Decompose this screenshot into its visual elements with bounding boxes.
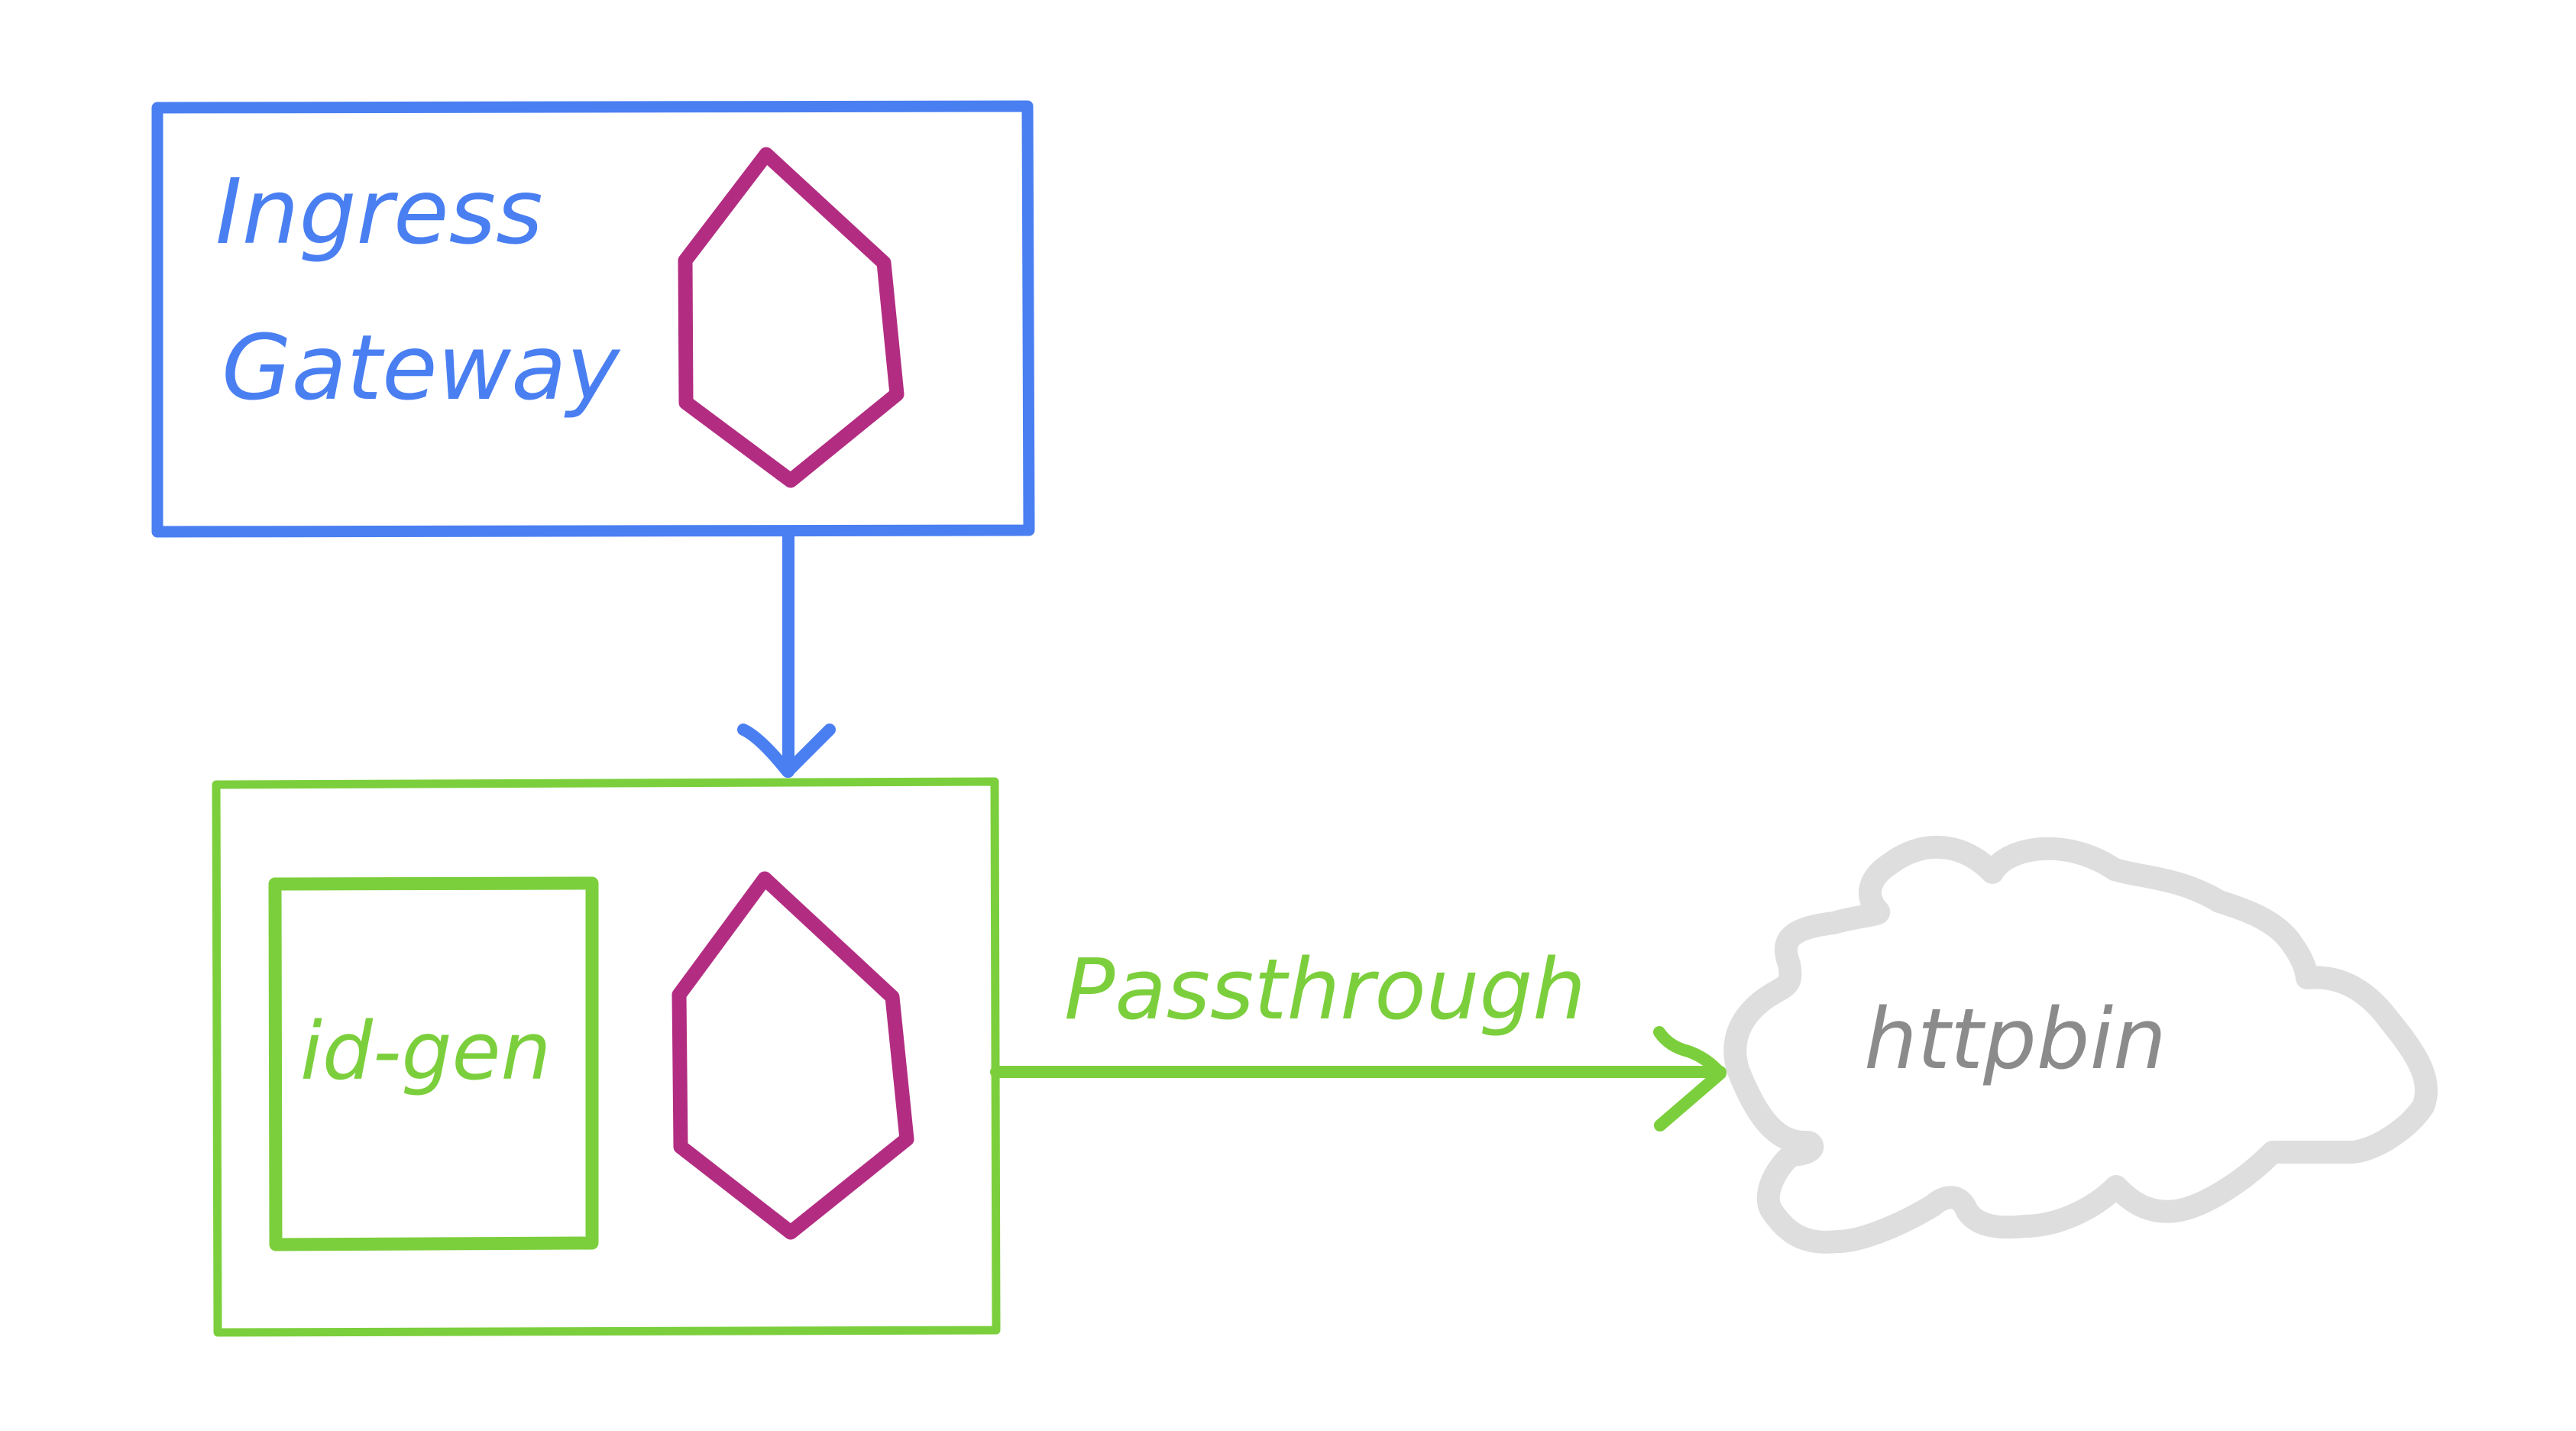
- ingress-gateway-label-line2: Gateway: [222, 315, 621, 420]
- ingress-gateway-node: Ingress Gateway: [151, 100, 1035, 538]
- id-gen-container-box: [268, 876, 599, 1251]
- httpbin-node: httpbin: [1723, 835, 2438, 1254]
- ingress-gateway-label-line1: Ingress: [215, 159, 543, 264]
- gateway-to-service-arrow: [737, 529, 836, 778]
- id-gen-label: id-gen: [300, 1005, 551, 1098]
- hexagon-proxy-icon: [678, 147, 905, 488]
- httpbin-label: httpbin: [1864, 990, 2167, 1088]
- arrowhead: [737, 724, 836, 778]
- passthrough-label: Passthrough: [1064, 941, 1586, 1038]
- arrowhead: [1653, 1026, 1727, 1132]
- service-pod-node: id-gen: [212, 777, 1001, 1337]
- service-to-external-arrow: Passthrough: [990, 941, 1727, 1132]
- service-pod-box: [212, 777, 1001, 1337]
- hexagon-proxy-icon: [672, 871, 914, 1240]
- cloud-outline: [1723, 835, 2438, 1254]
- ingress-gateway-box: [151, 100, 1035, 538]
